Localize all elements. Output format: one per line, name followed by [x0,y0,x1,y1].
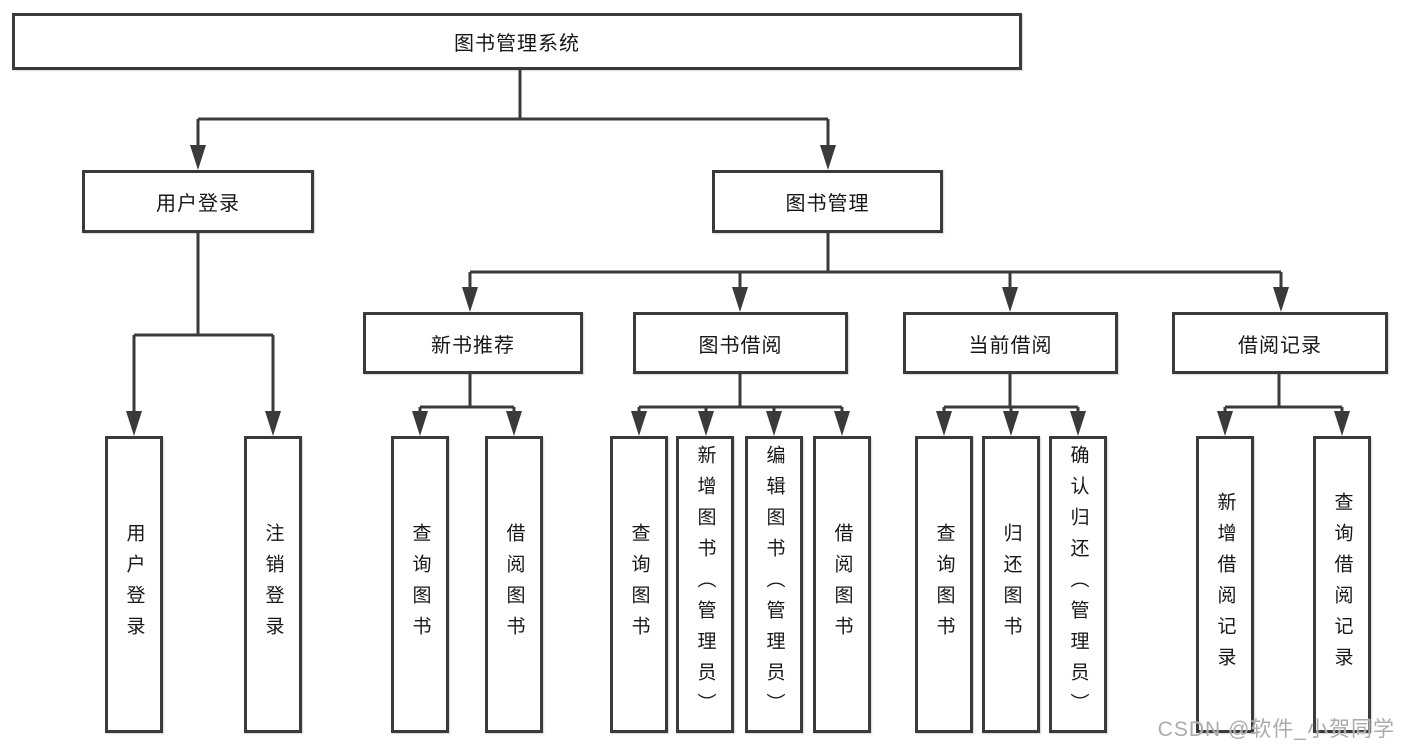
arrow-icon [1217,411,1233,436]
leaf-label: 查询图书 [933,522,955,647]
arrow-icon [766,411,782,436]
arrow-icon [1003,411,1019,436]
connector-rails [134,69,1342,409]
leaf-label: 确认归还︵管理员︶ [1067,445,1089,724]
node-label: 用户登录 [156,193,240,215]
node-library-management-system: 图书管理系统 [12,13,1022,70]
arrow-icon [1334,411,1350,436]
leaf-label: 新增借阅记录 [1214,491,1236,678]
arrow-icon [820,145,836,170]
arrow-icon [126,411,142,436]
leaf-add-book-admin: 新增图书︵管理员︶ [676,436,734,733]
arrow-icon [265,411,281,436]
leaf-label: 新增图书︵管理员︶ [694,445,716,724]
leaf-label: 查询借阅记录 [1331,491,1353,678]
leaf-logout: 注销登录 [244,436,302,733]
leaf-label: 借阅图书 [503,522,525,647]
leaf-label: 注销登录 [262,522,284,647]
node-new-book-recommendation: 新书推荐 [363,312,583,374]
leaf-label: 编辑图书︵管理员︶ [763,445,785,724]
leaf-label: 借阅图书 [831,522,853,647]
leaf-query-books-2: 查询图书 [610,436,668,733]
node-label: 图书管理 [785,193,870,215]
arrow-icon [462,287,478,312]
arrow-icon [412,411,428,436]
arrow-icon [631,411,647,436]
leaf-add-borrow-record: 新增借阅记录 [1196,436,1254,733]
node-user-login: 用户登录 [82,170,314,233]
leaf-label: 用户登录 [123,522,145,647]
arrow-icon [506,411,522,436]
node-borrowing-records: 借阅记录 [1172,312,1388,374]
leaf-confirm-return-admin: 确认归还︵管理员︶ [1049,436,1107,733]
node-label: 当前借阅 [968,334,1053,357]
leaf-query-books-1: 查询图书 [391,436,449,733]
arrowheads [126,145,1350,436]
node-current-borrowing: 当前借阅 [903,312,1118,374]
node-book-borrowing: 图书借阅 [633,312,848,374]
leaf-return-books: 归还图书 [982,436,1040,733]
arrow-icon [732,287,748,312]
arrow-icon [698,411,714,436]
leaf-label: 查询图书 [628,522,650,647]
arrow-icon [936,411,952,436]
node-book-management: 图书管理 [712,170,943,233]
leaf-label: 查询图书 [409,522,431,647]
node-label: 图书管理系统 [454,33,580,55]
leaf-label: 归还图书 [1000,522,1022,647]
arrow-icon [834,411,850,436]
node-label: 新书推荐 [431,334,515,357]
leaf-user-login: 用户登录 [105,436,163,733]
arrow-icon [1273,287,1289,312]
arrow-icon [190,145,206,170]
arrow-icon [1070,411,1086,436]
watermark: CSDN @软件_小贺同学 [1157,718,1395,741]
leaf-query-books-3: 查询图书 [915,436,973,733]
leaf-borrow-books-2: 借阅图书 [813,436,871,733]
leaf-query-borrow-record: 查询借阅记录 [1313,436,1371,733]
leaf-borrow-books-1: 借阅图书 [485,436,543,733]
node-label: 借阅记录 [1238,334,1322,357]
node-label: 图书借阅 [698,334,783,357]
leaf-edit-book-admin: 编辑图书︵管理员︶ [745,436,803,733]
connector-stems [132,119,1344,414]
arrow-icon [1002,287,1018,312]
